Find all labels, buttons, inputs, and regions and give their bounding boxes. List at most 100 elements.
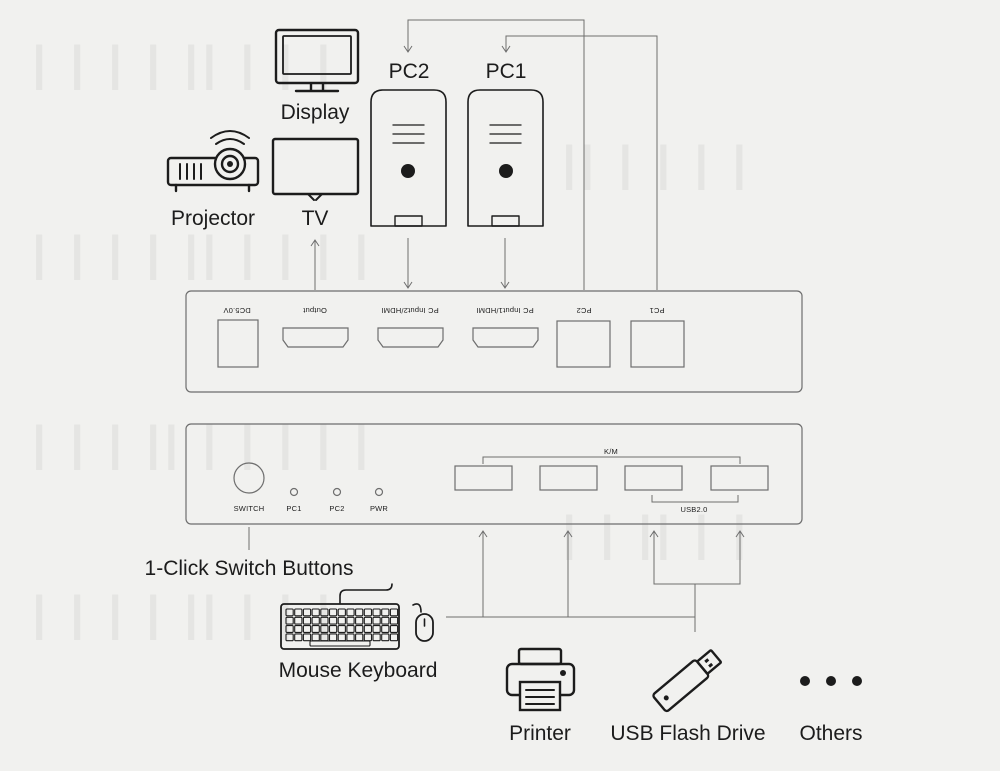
keyboard-key	[294, 625, 303, 633]
led-pc2-label: PC2	[329, 504, 344, 513]
svg-text:I I I I II I I I: I I I I II I I I	[30, 32, 333, 105]
keyboard-key	[372, 625, 381, 633]
bottom-connection-lines	[248, 527, 745, 632]
keyboard-key	[302, 625, 312, 633]
keyboard-key	[294, 608, 303, 617]
keyboard-key	[320, 608, 329, 617]
usb-flash-drive-label: USB Flash Drive	[610, 722, 765, 745]
keyboard-key	[363, 625, 373, 633]
keyboard-keys	[285, 608, 399, 647]
front-panel: SWITCH PC1 PC2 PWR K/M USB2.0	[185, 423, 803, 525]
keyboard-key	[363, 608, 373, 617]
keyboard-key	[294, 633, 303, 642]
keyboard-key	[372, 633, 381, 642]
keyboard-key	[381, 608, 390, 617]
switch-label: SWITCH	[234, 504, 265, 513]
hdmi-input2-port	[377, 327, 444, 348]
usb-port-1	[454, 465, 513, 491]
switch-buttons-callout: 1-Click Switch Buttons	[145, 557, 354, 580]
usb-port-3	[624, 465, 683, 491]
dc-power-port	[217, 319, 259, 368]
keyboard-key	[381, 625, 390, 633]
svg-text:II I I I I: II I I I I	[560, 132, 749, 205]
keyboard-key	[355, 616, 364, 625]
projector-icon	[166, 130, 260, 193]
led-pc1-label: PC1	[286, 504, 301, 513]
keyboard-key	[363, 633, 373, 642]
port-label-dc: DC5.0V	[223, 306, 250, 315]
top-connection-lines	[310, 19, 658, 290]
usb-pc2-port	[556, 320, 611, 368]
keyboard-key	[337, 616, 346, 625]
tv-label: TV	[302, 207, 329, 230]
keyboard-key	[285, 616, 294, 625]
keyboard-key	[389, 616, 399, 625]
keyboard-key	[346, 608, 355, 617]
keyboard-key	[328, 616, 338, 625]
port-label-output: Output	[302, 306, 326, 315]
usb-flash-drive-icon	[652, 649, 722, 713]
hdmi-output-port	[282, 327, 349, 348]
display-icon	[274, 28, 360, 93]
printer-label: Printer	[509, 722, 571, 745]
keyboard-key	[346, 616, 355, 625]
usb2-label: USB2.0	[680, 505, 707, 514]
keyboard-key	[302, 616, 312, 625]
keyboard-key	[346, 625, 355, 633]
km-label: K/M	[604, 447, 618, 456]
keyboard-key	[311, 625, 320, 633]
pc2-tower-icon	[370, 89, 447, 227]
keyboard-key	[302, 633, 312, 642]
led-pwr-label: PWR	[370, 504, 388, 513]
keyboard-key	[355, 633, 364, 642]
pc1-tower-icon	[467, 89, 544, 227]
hdmi-input1-port	[472, 327, 539, 348]
keyboard-key	[346, 633, 355, 642]
keyboard-key	[328, 608, 338, 617]
usb-pc1-port	[630, 320, 685, 368]
led-pc2	[332, 487, 342, 497]
port-label-pc-input1: PC Input1/HDMI	[476, 306, 533, 315]
keyboard-key	[372, 616, 381, 625]
keyboard-key	[389, 608, 399, 617]
keyboard-key	[355, 608, 364, 617]
led-pwr	[374, 487, 384, 497]
more-dots-icon	[800, 676, 862, 686]
keyboard-key	[372, 608, 381, 617]
usb-port-2	[539, 465, 598, 491]
projector-label: Projector	[171, 207, 255, 230]
svg-text:I I I I II I I I: I I I I II I I I	[30, 582, 333, 655]
keyboard-icon	[280, 583, 400, 650]
keyboard-key	[355, 625, 364, 633]
port-label-pc-input2: PC Input2/HDMI	[381, 306, 438, 315]
printer-icon	[505, 647, 576, 712]
port-label-pc1: PC1	[649, 306, 664, 315]
mouse-keyboard-label: Mouse Keyboard	[279, 659, 438, 682]
keyboard-key	[285, 633, 294, 642]
keyboard-key	[302, 608, 312, 617]
keyboard-key	[294, 616, 303, 625]
keyboard-spacebar	[309, 640, 371, 647]
keyboard-key	[320, 625, 329, 633]
port-label-pc2: PC2	[576, 306, 591, 315]
keyboard-key	[320, 616, 329, 625]
keyboard-key	[363, 616, 373, 625]
keyboard-key	[311, 616, 320, 625]
keyboard-key	[389, 633, 399, 642]
svg-text:I I I I II I I I I: I I I I II I I I I	[30, 222, 371, 295]
keyboard-key	[381, 616, 390, 625]
led-pc1	[289, 487, 299, 497]
display-label: Display	[281, 101, 350, 124]
keyboard-key	[337, 608, 346, 617]
keyboard-key	[311, 608, 320, 617]
mouse-icon	[412, 603, 434, 642]
keyboard-key	[337, 633, 346, 642]
keyboard-key	[285, 608, 294, 617]
keyboard-key	[381, 633, 390, 642]
tv-icon	[271, 137, 360, 201]
usb-port-4	[710, 465, 769, 491]
pc1-label: PC1	[486, 60, 527, 83]
keyboard-key	[328, 625, 338, 633]
